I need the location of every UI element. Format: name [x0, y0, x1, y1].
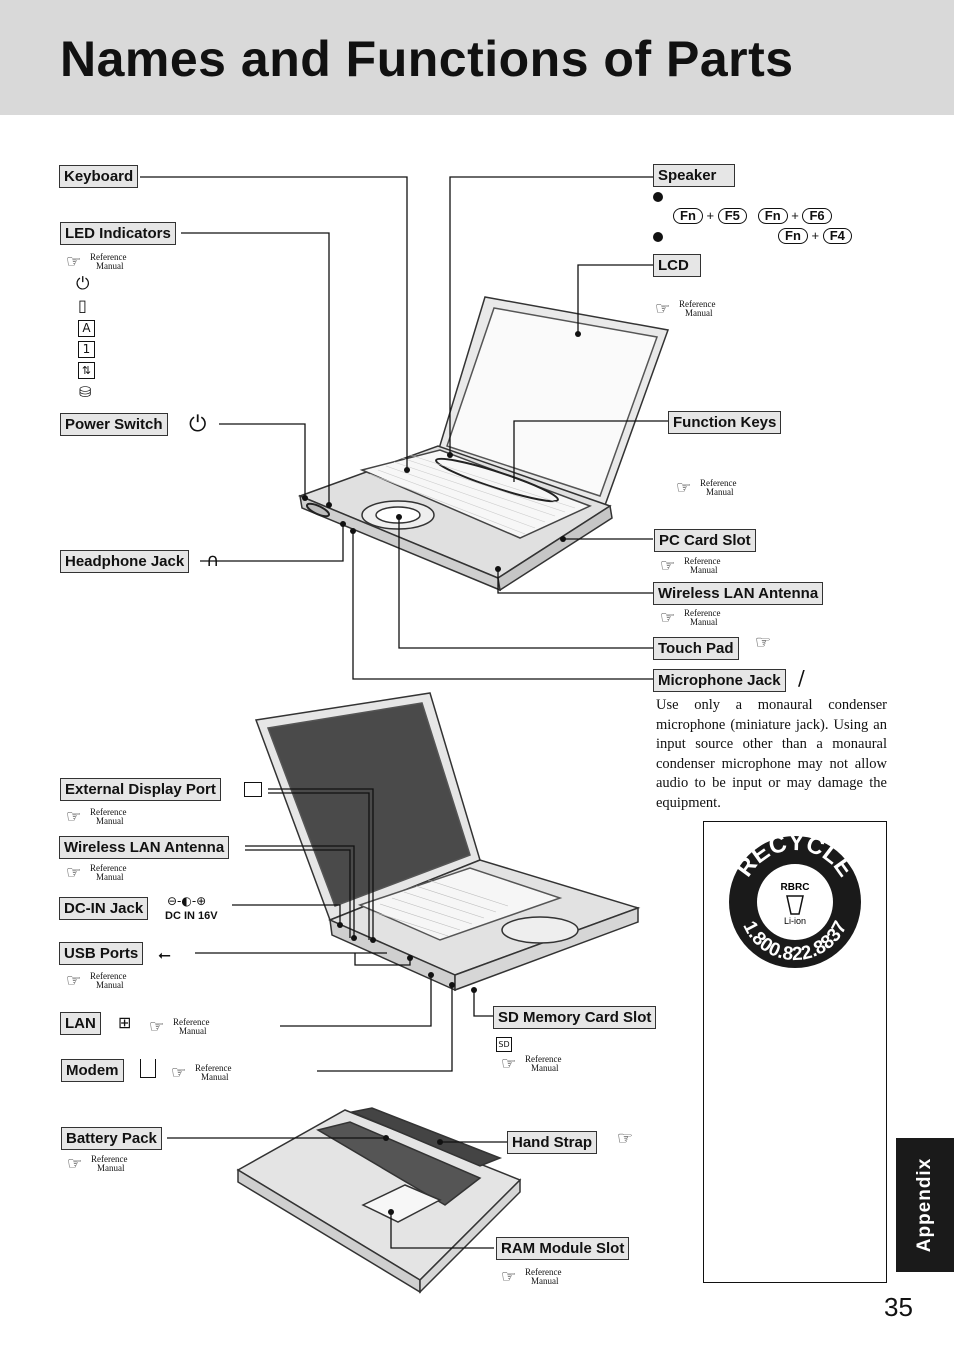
label-usb-ports: USB Ports: [59, 942, 144, 965]
power-led-icon: ⏻: [76, 274, 90, 294]
label-microphone-jack: Microphone Jack: [653, 669, 786, 692]
label-wireless-lan-antenna-bottom: Wireless LAN Antenna: [59, 836, 230, 859]
network-icon: ⊞: [118, 1013, 132, 1032]
scroll-lock-icon: ⇅: [78, 362, 95, 379]
usb-icon: ⭠: [158, 945, 171, 964]
phone-jack-icon: [140, 1059, 156, 1078]
pointing-hand-icon: ☞: [66, 252, 82, 272]
laptop-bottom-view: [236, 1107, 522, 1294]
sd-icon: SD: [496, 1037, 512, 1052]
num-lock-icon: 1: [78, 341, 95, 358]
label-external-display-port: External Display Port: [60, 778, 221, 801]
label-dc-in-jack: DC-IN Jack: [59, 897, 149, 920]
headphone-icon: ∩: [206, 550, 220, 571]
hdd-icon: ⛁: [79, 383, 92, 401]
battery-led-icon: ▯: [78, 296, 87, 315]
leader-lines: [140, 176, 668, 1249]
rbrc-text: RBRC: [781, 882, 810, 893]
recycle-notice-box: RECYCLE 1.800.822.8837 RBRC Li-ion: [703, 821, 887, 1283]
label-modem: Modem: [61, 1059, 124, 1082]
appendix-tab: Appendix: [896, 1138, 954, 1272]
label-keyboard: Keyboard: [59, 165, 139, 188]
rbrc-recycle-logo: RECYCLE 1.800.822.8837 RBRC Li-ion: [729, 832, 861, 968]
microphone-icon: /: [798, 666, 805, 690]
pointing-hand-icon: ☞: [617, 1128, 634, 1149]
li-ion-text: Li-ion: [784, 916, 806, 926]
dc-in-text: DC IN 16V: [165, 910, 218, 922]
pointing-hand-icon: ☞: [755, 632, 772, 653]
leader-dots: [302, 331, 581, 1215]
label-function-keys: Function Keys: [668, 411, 782, 434]
label-battery-pack: Battery Pack: [61, 1127, 162, 1150]
label-led-indicators: LED Indicators: [60, 222, 176, 245]
caps-lock-icon: A: [78, 320, 95, 337]
label-wireless-lan-antenna-top: Wireless LAN Antenna: [653, 582, 824, 605]
laptop-open-side: [254, 692, 641, 992]
page-title: Names and Functions of Parts: [60, 31, 794, 87]
page-number: 35: [884, 1292, 913, 1322]
bullet: [653, 232, 663, 242]
label-pc-card-slot: PC Card Slot: [654, 529, 756, 552]
monitor-icon: [244, 782, 262, 797]
laptop-open-front: [297, 296, 670, 592]
label-sd-memory-card-slot: SD Memory Card Slot: [493, 1006, 657, 1029]
power-icon: ⏻: [189, 412, 207, 437]
label-speaker: Speaker: [653, 164, 735, 187]
volume-keys: Fn + F5 Fn + F6: [673, 208, 832, 224]
label-lcd: LCD: [653, 254, 701, 277]
label-hand-strap: Hand Strap: [507, 1131, 598, 1154]
label-ram-module-slot: RAM Module Slot: [496, 1237, 630, 1260]
label-headphone-jack: Headphone Jack: [60, 550, 190, 573]
mute-keys: Fn + F4: [778, 228, 852, 244]
label-lan: LAN: [60, 1012, 101, 1035]
label-power-switch: Power Switch: [60, 413, 168, 436]
dc-polarity-icon: ⊖-◐-⊕: [167, 894, 207, 908]
microphone-note: Use only a monaural condenser microphone…: [656, 697, 887, 811]
title-banner: Names and Functions of Parts: [0, 0, 954, 115]
bullet: [653, 192, 663, 202]
label-touch-pad: Touch Pad: [653, 637, 739, 660]
